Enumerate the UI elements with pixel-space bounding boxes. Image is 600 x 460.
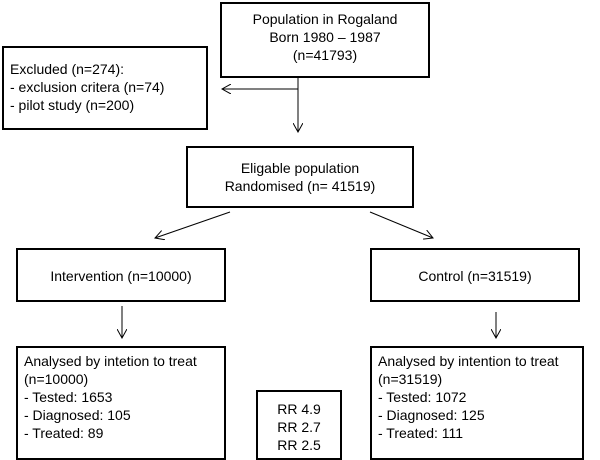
intervention-label: Intervention (n=10000): [50, 268, 192, 284]
population-line: Population in Rogaland: [252, 11, 398, 27]
eligible-line: Eligable population: [240, 160, 360, 176]
relative-risk-box: RR 4.9 RR 2.7 RR 2.5: [256, 390, 342, 460]
rr-line: RR 2.7: [277, 419, 321, 435]
analysed-control-box: Analysed by intention to treat (n=31519)…: [370, 346, 584, 460]
arrow-eligible-to-intervention: [155, 211, 231, 238]
analysed-control-line: - Diagnosed: 125: [378, 407, 485, 423]
excluded-line: - exclusion critera (n=74): [10, 79, 165, 95]
rr-line: RR 4.9: [277, 401, 321, 417]
population-box: Population in Rogaland Born 1980 – 1987 …: [220, 2, 430, 78]
control-label: Control (n=31519): [418, 268, 532, 284]
analysed-control-line: - Treated: 111: [378, 425, 464, 441]
population-line: Born 1980 – 1987: [269, 29, 381, 45]
analysed-intervention-line: - Treated: 89: [24, 425, 104, 441]
analysed-control-line: - Tested: 1072: [378, 389, 467, 405]
arrow-eligible-to-control: [369, 211, 433, 238]
eligible-line: Randomised (n= 41519): [224, 178, 376, 194]
excluded-line: Excluded (n=274):: [10, 61, 125, 77]
analysed-intervention-line: - Diagnosed: 105: [24, 407, 131, 423]
analysed-control-line: (n=31519): [378, 371, 443, 387]
analysed-control-line: Analysed by intention to treat: [378, 353, 559, 369]
eligible-population-box: Eligable population Randomised (n= 41519…: [186, 146, 414, 208]
analysed-intervention-box: Analysed by intetion to treat (n=10000) …: [16, 346, 226, 460]
intervention-box: Intervention (n=10000): [16, 248, 226, 302]
rr-line: RR 2.5: [277, 437, 321, 453]
excluded-line: - pilot study (n=200): [10, 97, 135, 113]
control-box: Control (n=31519): [370, 248, 580, 302]
analysed-intervention-line: Analysed by intetion to treat: [24, 353, 197, 369]
analysed-intervention-line: - Tested: 1653: [24, 389, 113, 405]
excluded-box: Excluded (n=274): - exclusion critera (n…: [2, 46, 208, 130]
population-line: (n=41793): [292, 47, 358, 63]
analysed-intervention-line: (n=10000): [24, 371, 89, 387]
